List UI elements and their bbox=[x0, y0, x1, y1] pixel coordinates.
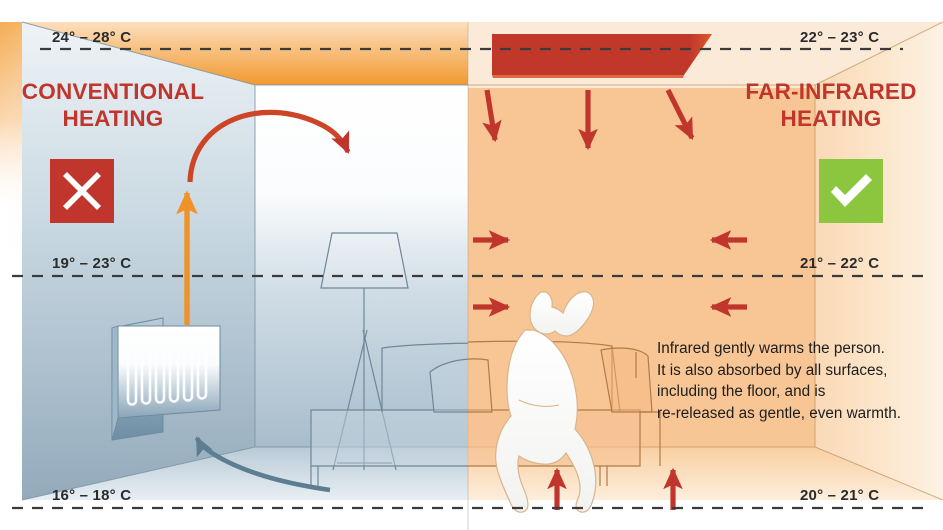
temp-label-left-top: 24° – 28° C bbox=[52, 29, 132, 46]
temp-label-left-bottom: 16° – 18° C bbox=[52, 487, 132, 504]
temp-label-right-bottom: 20° – 21° C bbox=[800, 487, 880, 504]
floor-lamp bbox=[320, 232, 409, 471]
room-left-half bbox=[21, 21, 468, 501]
temperature-guide-lines bbox=[12, 47, 931, 510]
heading-far-infrared-heating: FAR-INFRARED HEATING bbox=[745, 79, 917, 131]
temp-label-right-top: 22° – 23° C bbox=[800, 29, 880, 46]
heading-conventional-heating: CONVENTIONAL HEATING bbox=[21, 79, 205, 131]
cross-icon bbox=[50, 159, 114, 223]
sofa-left-section bbox=[310, 342, 468, 486]
temp-label-left-middle: 19° – 23° C bbox=[52, 255, 132, 272]
arrow-cold-air-return bbox=[194, 436, 331, 493]
arrow-ir-down-left bbox=[482, 89, 502, 143]
temp-label-right-middle: 21° – 22° C bbox=[800, 255, 880, 272]
person-silhouette bbox=[494, 291, 597, 513]
check-icon bbox=[819, 159, 883, 223]
infrared-description-text: Infrared gently warms the person. It is … bbox=[657, 340, 902, 422]
arrow-convection-curve bbox=[187, 109, 351, 183]
arrow-ir-down-right bbox=[665, 88, 695, 140]
arrow-group-infrared bbox=[473, 88, 747, 510]
radiator bbox=[111, 317, 221, 441]
infrared-ceiling-panel bbox=[492, 34, 712, 78]
